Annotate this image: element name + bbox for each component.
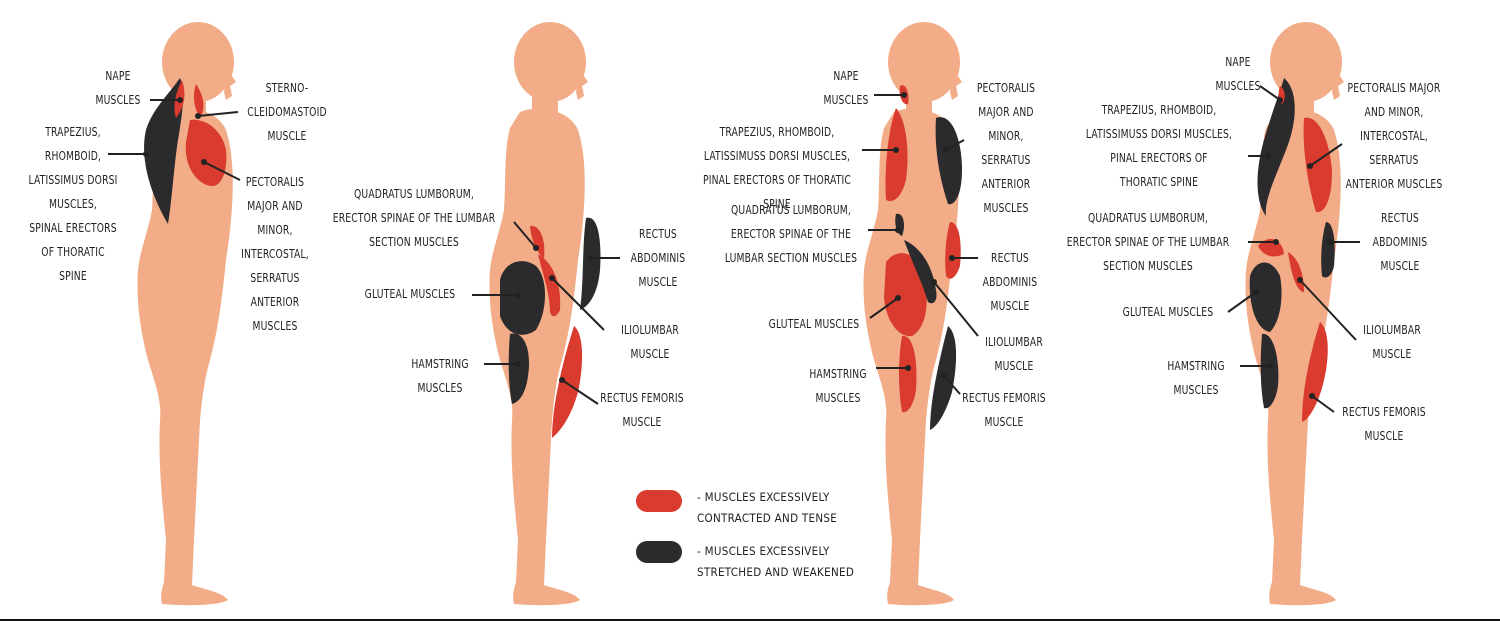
body-silhouette xyxy=(137,22,236,605)
label-iliolumbar-muscle: ILIOLUMBAR MUSCLE xyxy=(973,330,1055,378)
label-gluteal-muscles: GLUTEAL MUSCLES xyxy=(765,312,863,336)
label-nape-muscles: NAPE MUSCLES xyxy=(88,64,147,112)
figure-flat-back xyxy=(862,22,978,605)
legend-contracted-swatch xyxy=(636,490,682,512)
label-rectus-abdominis: RECTUS ABDOMINIS MUSCLE xyxy=(622,222,694,294)
label-iliolumbar-muscle: ILIOLUMBAR MUSCLE xyxy=(1351,318,1433,366)
label-rectus-abdominis: RECTUS ABDOMINIS MUSCLE xyxy=(974,246,1046,318)
legend-stretched-swatch xyxy=(636,541,682,563)
label-rectus-femoris: RECTUS FEMORIS MUSCLE xyxy=(596,386,688,434)
label-rectus-femoris: RECTUS FEMORIS MUSCLE xyxy=(956,386,1051,434)
label-quadratus-group: QUADRATUS LUMBORUM, ERECTOR SPINAE OF TH… xyxy=(332,182,496,254)
label-nape-muscles: NAPE MUSCLES xyxy=(1208,50,1267,98)
muscle-rectus-abdominis-region xyxy=(580,218,600,310)
label-sterno-muscle: STERNO- CLEIDOMASTOID MUSCLE xyxy=(242,76,332,148)
label-trapezius-group: TRAPEZIUS, RHOMBOID, LATISSIMUSS DORSI M… xyxy=(1083,98,1236,194)
muscle-gluteal-region xyxy=(500,261,545,335)
label-quadratus-group: QUADRATUS LUMBORUM, ERECTOR SPINAE OF TH… xyxy=(1063,206,1234,278)
label-hamstring-muscles: HAMSTRING MUSCLES xyxy=(401,352,480,400)
label-gluteal-muscles: GLUTEAL MUSCLES xyxy=(1119,300,1217,324)
figure-lower-crossed xyxy=(472,22,620,605)
legend-contracted-text: - MUSCLES EXCESSIVELY CONTRACTED AND TEN… xyxy=(697,487,837,529)
label-nape-muscles: NAPE MUSCLES xyxy=(816,64,875,112)
label-pectoralis-group: PECTORALIS MAJOR AND MINOR, INTERCOSTAL,… xyxy=(238,170,312,338)
label-iliolumbar-muscle: ILIOLUMBAR MUSCLE xyxy=(609,318,691,366)
label-pectoralis-group: PECTORALIS MAJOR AND MINOR, SERRATUS ANT… xyxy=(972,76,1041,220)
label-trapezius-group: TRAPEZIUS, RHOMBOID, LATISSIMUS DORSI MU… xyxy=(25,120,122,288)
label-quadratus-group: QUADRATUS LUMBORUM, ERECTOR SPINAE OF TH… xyxy=(721,198,860,270)
label-rectus-abdominis: RECTUS ABDOMINIS MUSCLE xyxy=(1364,206,1436,278)
label-pectoralis-group: PECTORALIS MAJOR AND MINOR, INTERCOSTAL,… xyxy=(1340,76,1448,196)
label-rectus-femoris: RECTUS FEMORIS MUSCLE xyxy=(1336,400,1431,448)
label-hamstring-muscles: HAMSTRING MUSCLES xyxy=(1157,354,1236,402)
label-gluteal-muscles: GLUTEAL MUSCLES xyxy=(361,282,459,306)
label-hamstring-muscles: HAMSTRING MUSCLES xyxy=(799,362,878,410)
legend-stretched-text: - MUSCLES EXCESSIVELY STRETCHED AND WEAK… xyxy=(697,541,854,583)
